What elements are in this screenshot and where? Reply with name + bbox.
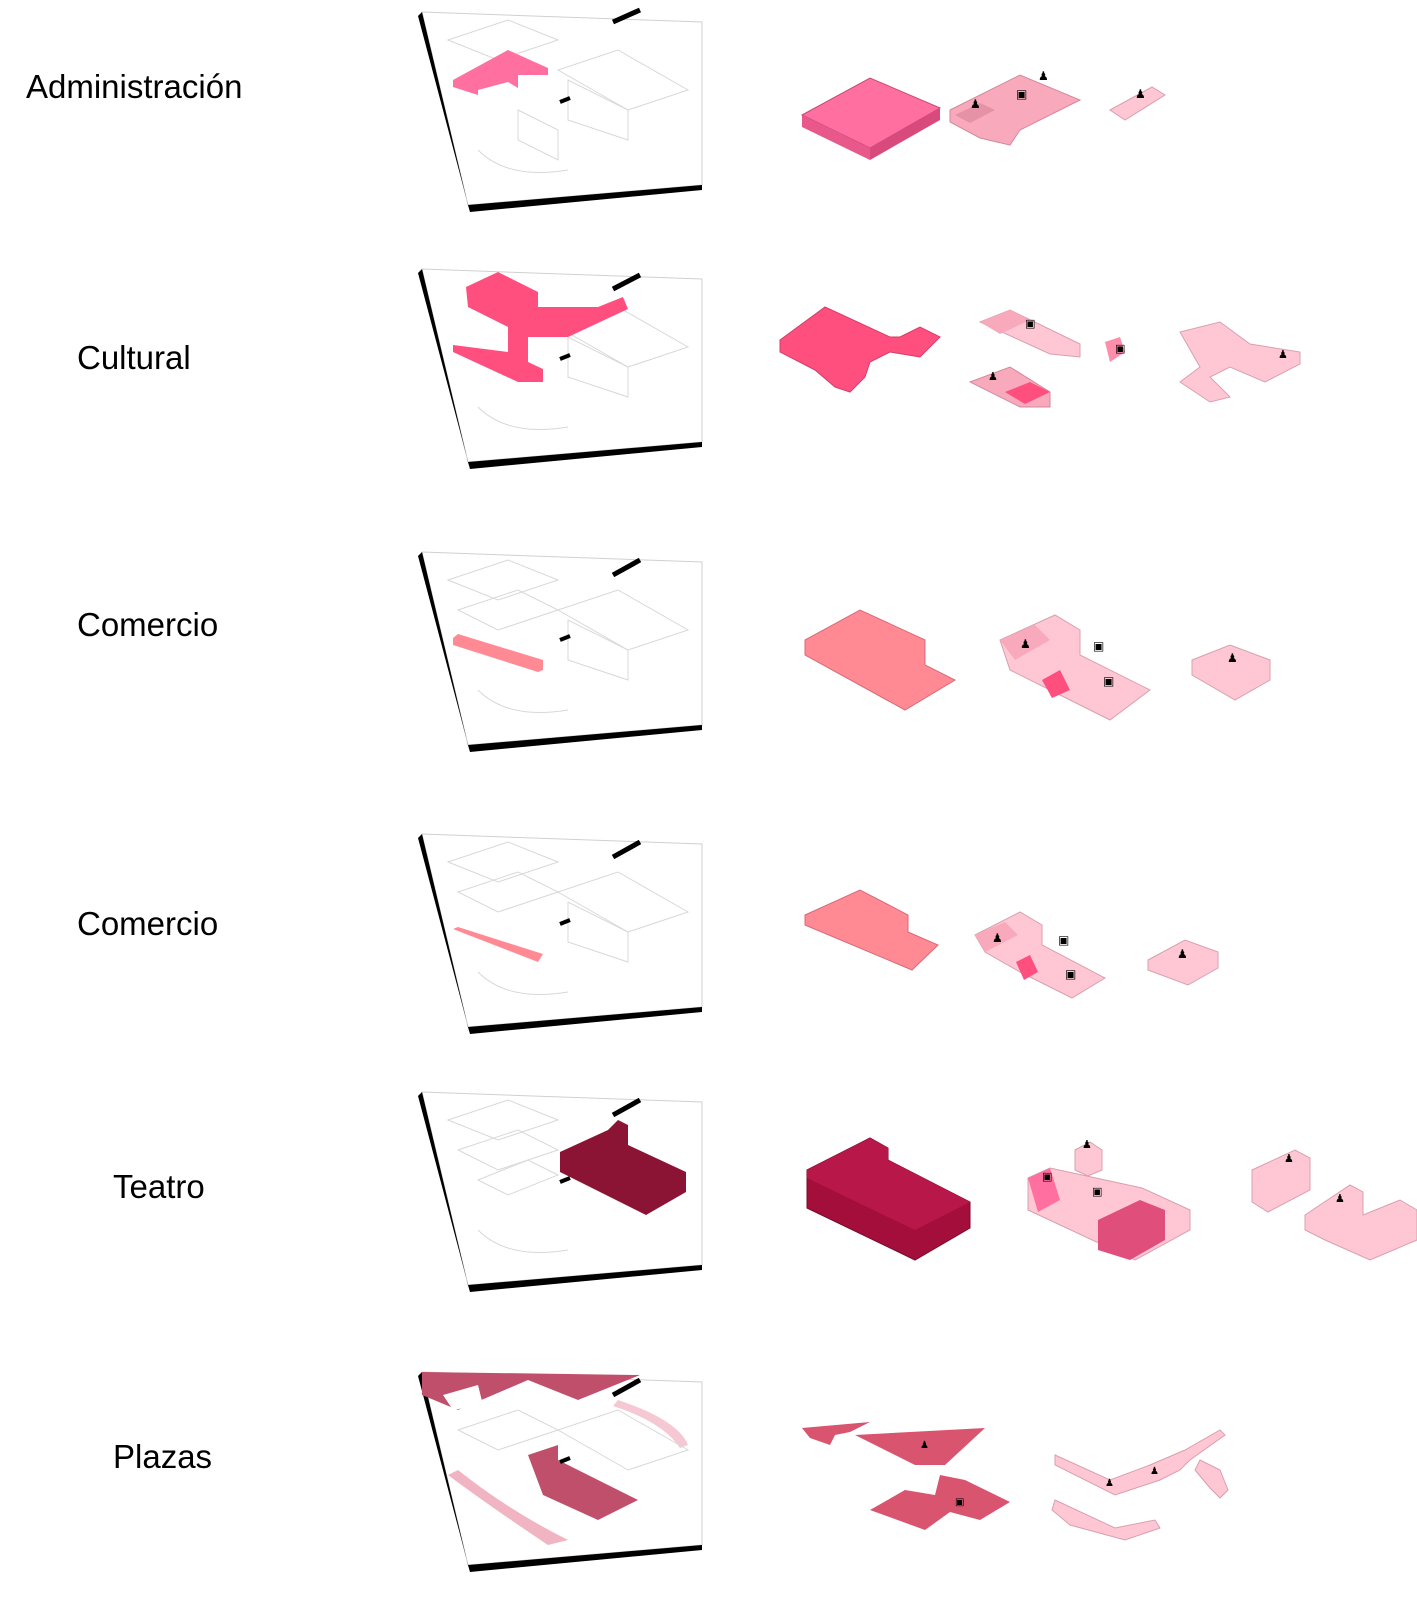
- site-axonometric: [418, 267, 718, 482]
- svg-text:♟: ♟: [1278, 348, 1288, 361]
- program-blocks: ♟ ▣ ▣ ♟ ♟: [780, 1110, 1417, 1310]
- program-blocks: ▣ ♟ ▣ ♟: [780, 282, 1417, 482]
- row-administracion: Administración ♟ ▣: [0, 0, 1417, 250]
- svg-text:♟: ♟: [1227, 651, 1238, 665]
- row-plazas: Plazas ♟ ▣ ♟: [0, 1370, 1417, 1620]
- site-axonometric: [418, 1370, 718, 1585]
- row-comercio-2: Comercio ♟ ▣ ▣ ♟: [0, 820, 1417, 1070]
- svg-text:♟: ♟: [1082, 1138, 1092, 1151]
- svg-text:♟: ♟: [1135, 87, 1146, 101]
- program-blocks: ♟ ▣ ▣ ♟: [780, 560, 1417, 760]
- svg-text:▣: ▣: [1058, 933, 1069, 947]
- row-label: Comercio: [77, 606, 218, 644]
- svg-text:▣: ▣: [1065, 967, 1076, 981]
- row-label: Teatro: [113, 1168, 205, 1206]
- svg-text:♟: ♟: [1177, 947, 1188, 961]
- svg-text:♟: ♟: [1284, 1152, 1294, 1165]
- site-axonometric: [418, 10, 718, 225]
- svg-text:▣: ▣: [1025, 317, 1035, 330]
- row-label: Administración: [26, 68, 242, 106]
- svg-text:▣: ▣: [1016, 87, 1027, 101]
- svg-text:▣: ▣: [1115, 342, 1125, 355]
- svg-text:▣: ▣: [1042, 1170, 1052, 1183]
- svg-text:♟: ♟: [1335, 1192, 1345, 1205]
- program-blocks: ♟ ▣ ♟ ♟: [780, 20, 1417, 220]
- svg-text:♟: ♟: [920, 1440, 929, 1451]
- row-label: Plazas: [113, 1438, 212, 1476]
- svg-text:♟: ♟: [1020, 637, 1031, 651]
- svg-text:▣: ▣: [1092, 1185, 1102, 1198]
- svg-text:♟: ♟: [988, 370, 998, 383]
- program-blocks: ♟ ▣ ♟ ♟: [780, 1390, 1417, 1590]
- site-axonometric: [418, 832, 718, 1047]
- site-axonometric: [418, 1090, 718, 1305]
- svg-text:♟: ♟: [1150, 1466, 1159, 1477]
- svg-text:♟: ♟: [1038, 69, 1049, 83]
- svg-text:▣: ▣: [1103, 674, 1114, 688]
- row-cultural: Cultural ▣ ♟ ▣ ♟: [0, 262, 1417, 512]
- svg-text:♟: ♟: [970, 97, 981, 111]
- svg-text:▣: ▣: [955, 1497, 964, 1508]
- svg-text:♟: ♟: [1105, 1478, 1114, 1489]
- svg-text:▣: ▣: [1093, 639, 1104, 653]
- row-label: Cultural: [77, 339, 191, 377]
- row-comercio-1: Comercio ♟ ▣ ▣ ♟: [0, 540, 1417, 790]
- svg-text:♟: ♟: [992, 931, 1003, 945]
- row-teatro: Teatro ♟ ▣: [0, 1090, 1417, 1340]
- program-blocks: ♟ ▣ ▣ ♟: [780, 840, 1417, 1040]
- site-axonometric: [418, 550, 718, 765]
- row-label: Comercio: [77, 905, 218, 943]
